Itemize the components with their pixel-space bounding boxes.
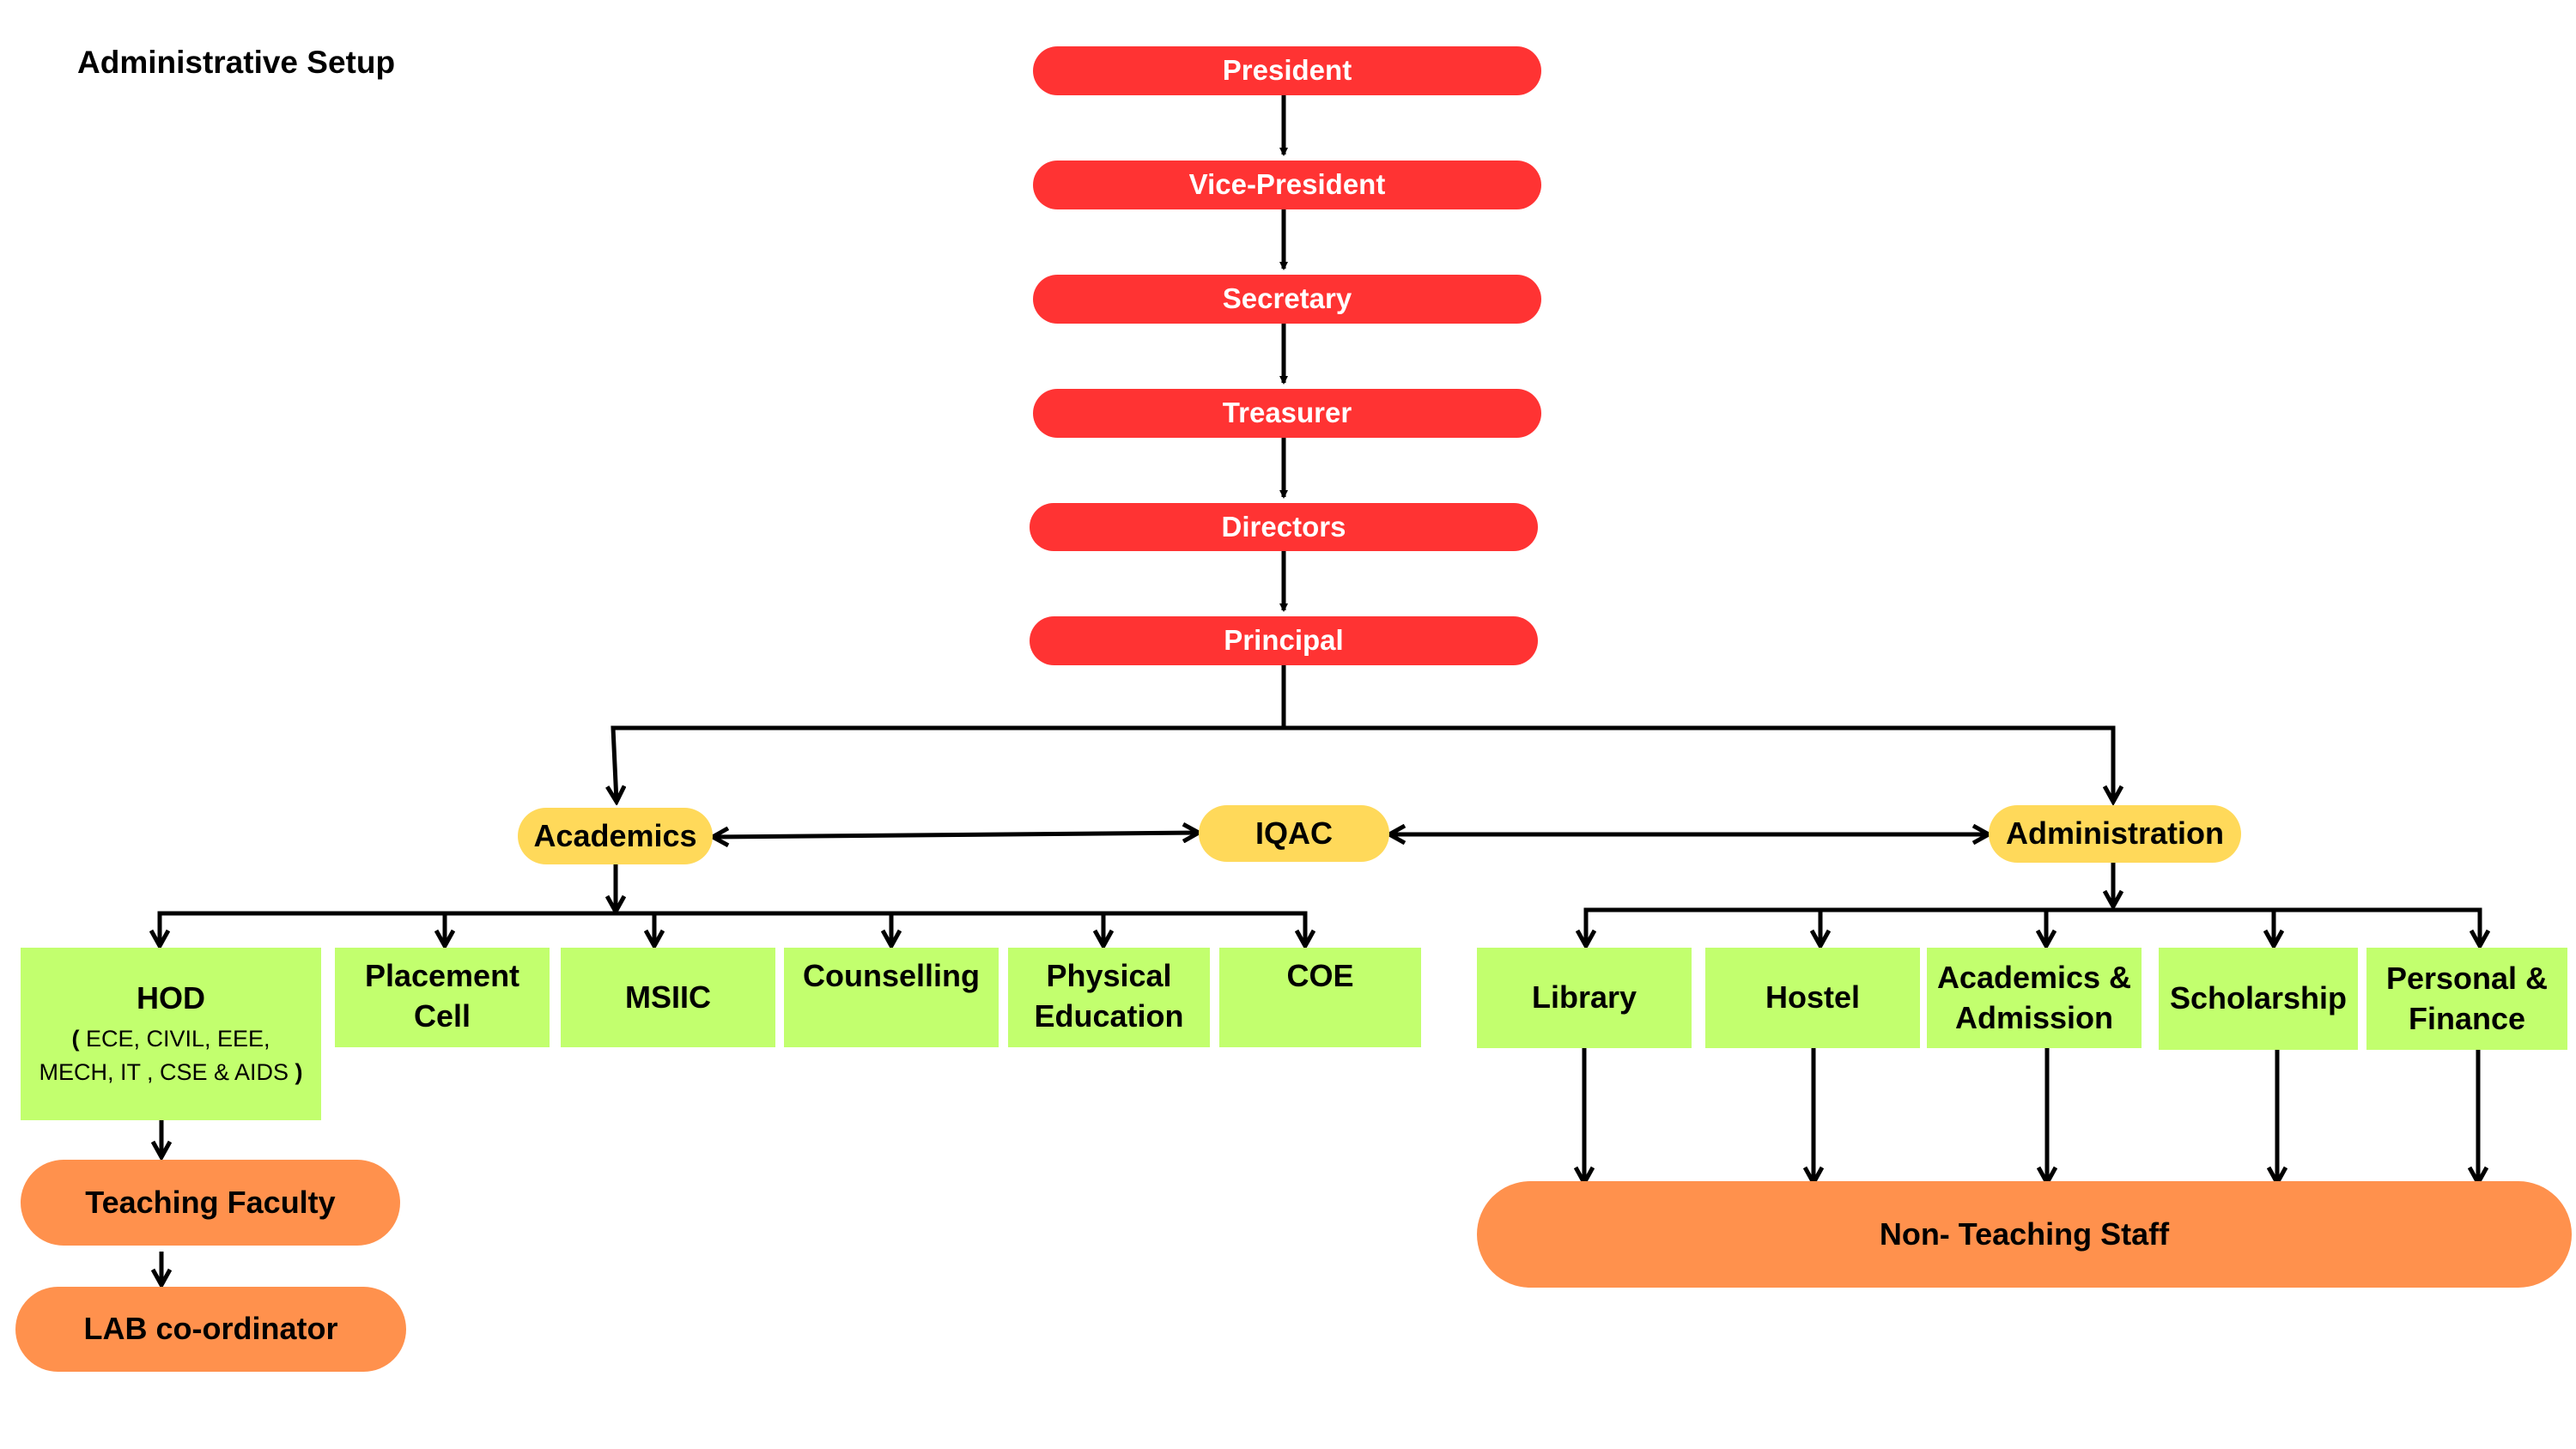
academics-admission-line2: Admission bbox=[1954, 999, 2114, 1035]
directors-box: Directors bbox=[1030, 503, 1538, 551]
hod-box: HOD ( ECE, CIVIL, EEE, MECH, IT , CSE & … bbox=[21, 948, 321, 1120]
personal-finance-box: Personal & Finance bbox=[2366, 948, 2567, 1050]
hostel-box: Hostel bbox=[1705, 948, 1920, 1048]
hod-departments: ( ECE, CIVIL, EEE, MECH, IT , CSE & AIDS… bbox=[39, 1022, 302, 1089]
placement-cell-box: Placement Cell bbox=[335, 948, 550, 1047]
placement-cell-line1: Placement bbox=[364, 958, 520, 993]
hod-label: HOD bbox=[137, 979, 205, 1016]
non-teaching-staff-box: Non- Teaching Staff bbox=[1477, 1181, 2572, 1288]
academics-admission-line1: Academics & bbox=[1936, 959, 2132, 995]
academics-box: Academics bbox=[518, 808, 713, 864]
physical-education-line2: Education bbox=[1034, 997, 1184, 1034]
treasurer-box: Treasurer bbox=[1033, 389, 1541, 438]
administration-box: Administration bbox=[1989, 805, 2241, 863]
placement-cell-line2: Cell bbox=[413, 997, 471, 1034]
principal-box: Principal bbox=[1030, 616, 1538, 665]
scholarship-box: Scholarship bbox=[2159, 948, 2358, 1050]
academics-admission-box: Academics & Admission bbox=[1927, 948, 2142, 1048]
hod-departments-line1: ECE, CIVIL, EEE, bbox=[85, 1025, 270, 1052]
personal-finance-line1: Personal & bbox=[2385, 960, 2549, 996]
secretary-box: Secretary bbox=[1033, 275, 1541, 324]
hod-departments-line2: MECH, IT , CSE & AIDS bbox=[39, 1058, 289, 1085]
diagram-title: Administrative Setup bbox=[77, 45, 396, 80]
iqac-box: IQAC bbox=[1199, 805, 1389, 862]
lab-coordinator-box: LAB co-ordinator bbox=[15, 1287, 406, 1372]
president-box: President bbox=[1033, 46, 1541, 95]
physical-education-line1: Physical bbox=[1046, 958, 1172, 993]
physical-education-box: Physical Education bbox=[1008, 948, 1210, 1047]
personal-finance-line2: Finance bbox=[2408, 1000, 2526, 1036]
teaching-faculty-box: Teaching Faculty bbox=[21, 1160, 400, 1246]
hod-paren-open: ( bbox=[71, 1025, 80, 1052]
coe-box: COE bbox=[1219, 948, 1421, 1047]
counselling-box: Counselling bbox=[784, 948, 999, 1047]
hod-paren-close: ) bbox=[295, 1058, 303, 1085]
vice-president-box: Vice-President bbox=[1033, 161, 1541, 209]
msiic-box: MSIIC bbox=[561, 948, 775, 1047]
library-box: Library bbox=[1477, 948, 1692, 1048]
